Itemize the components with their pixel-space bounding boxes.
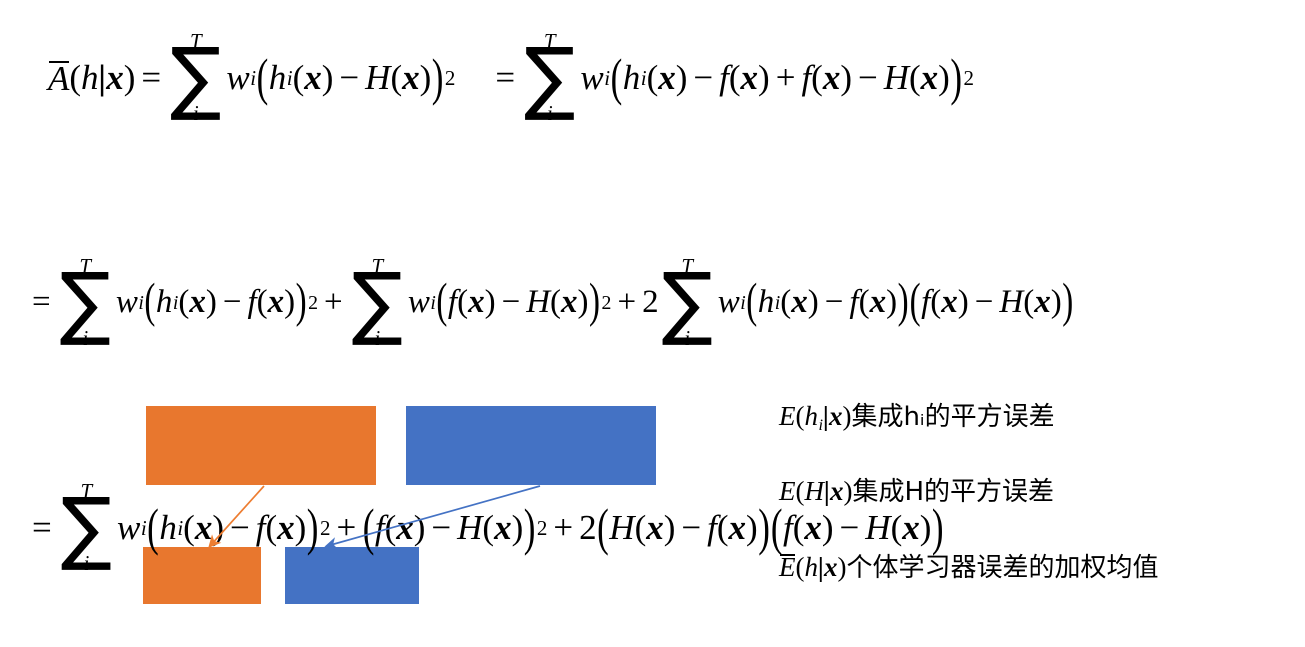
summation-operator: T ∑ i	[524, 29, 576, 125]
sigma-glyph: ∑	[170, 30, 222, 124]
highlight-box-orange-line4	[146, 406, 376, 485]
summation-operator: T ∑ i	[351, 254, 403, 350]
annotation-note-Ebar-cjk: 个体学习器误差的加权均值	[846, 553, 1159, 583]
sigma-glyph: ∑	[524, 30, 576, 124]
sum-lower-limit: i	[192, 100, 199, 125]
sigma-glyph: ∑	[351, 255, 403, 349]
e-bar-symbol-note: E	[779, 552, 796, 582]
summation-operator: T ∑ i	[59, 254, 111, 350]
summation-operator: T ∑ i	[60, 479, 112, 575]
summation-operator: T ∑ i	[170, 31, 221, 123]
sigma-glyph: ∑	[60, 480, 112, 574]
annotation-note-H: E(H|x)集成H的平方误差	[779, 476, 1055, 507]
annotation-note-hi: E(hi|x)集成hᵢ的平方误差	[779, 401, 1055, 434]
summation-operator: T ∑ i	[661, 254, 713, 350]
highlight-box-orange-line5	[143, 547, 261, 604]
sum-upper-limit: T	[189, 29, 202, 54]
a-bar-symbol: A	[48, 58, 70, 98]
annotation-note-Ebar: E(h|x)个体学习器误差的加权均值	[779, 552, 1159, 583]
highlight-box-blue-line4	[406, 406, 656, 485]
sigma-glyph: ∑	[59, 255, 111, 349]
annotation-note-H-cjk: 集成H的平方误差	[852, 477, 1055, 507]
sigma-glyph: ∑	[661, 255, 713, 349]
highlight-box-blue-line5	[285, 547, 419, 604]
annotation-note-hi-cjk: 集成hᵢ的平方误差	[851, 402, 1055, 432]
